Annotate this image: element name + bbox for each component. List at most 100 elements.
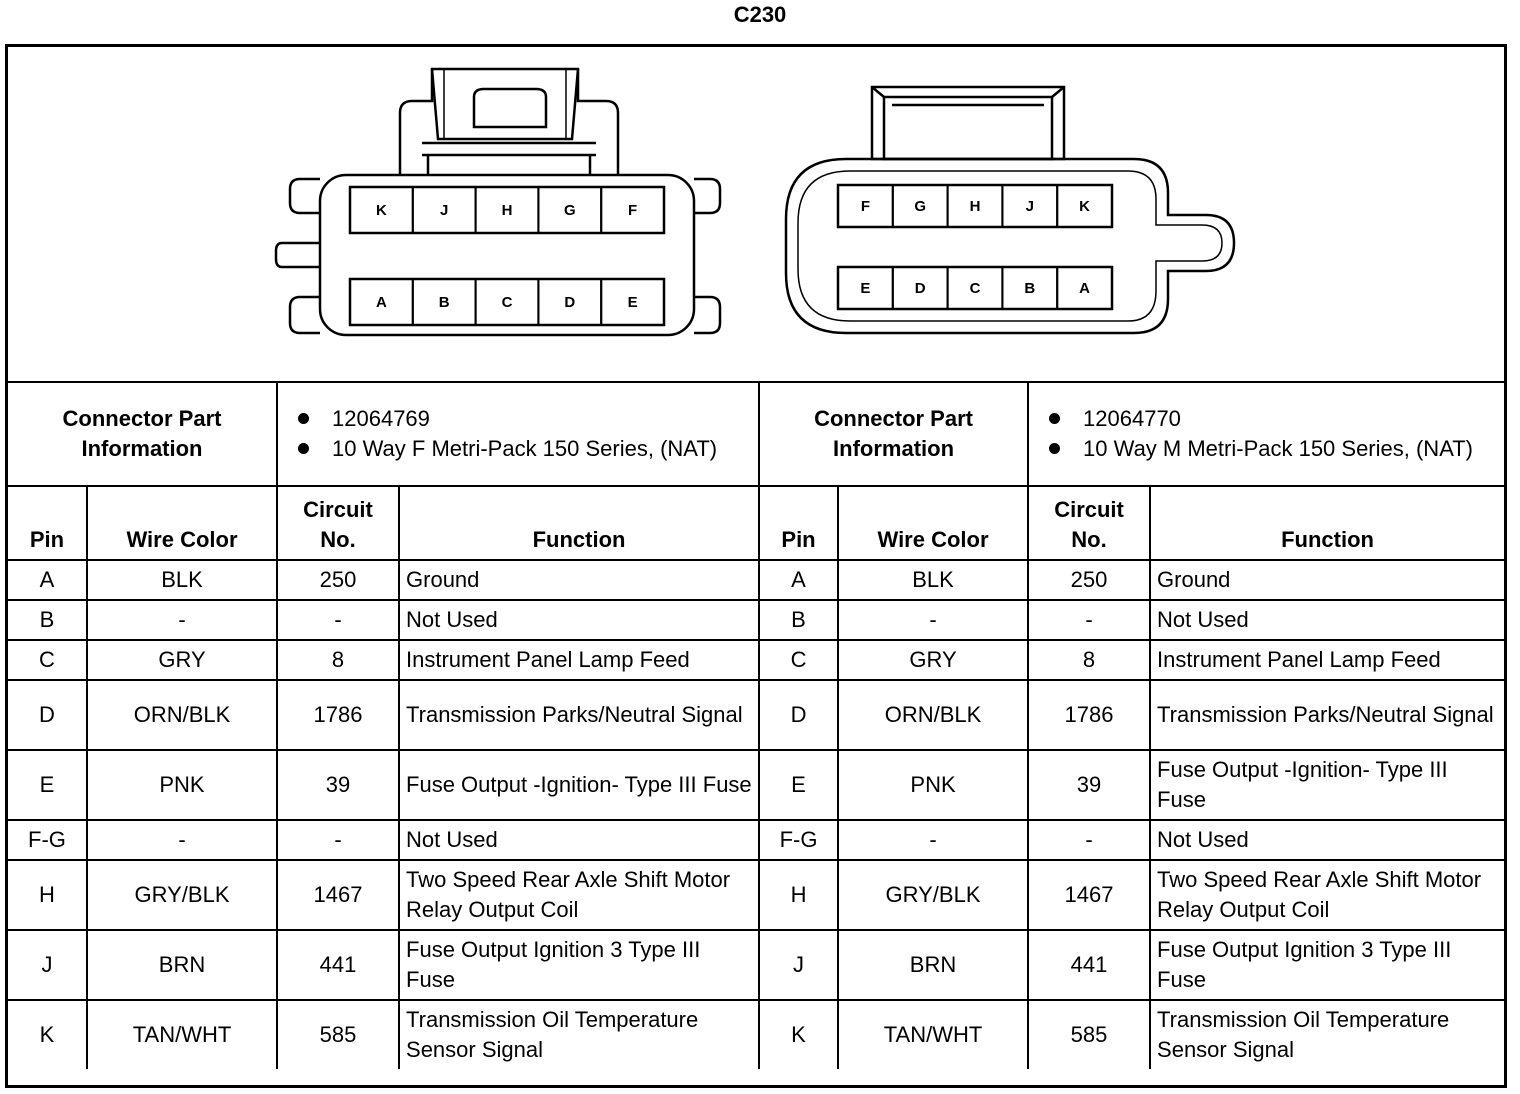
right-pin-cell: [1056, 184, 1113, 228]
wire-color-cell: -: [85, 599, 279, 641]
left-pin-label: E: [628, 294, 638, 311]
left-pin-label: A: [376, 294, 387, 311]
left-info-cell: 12064769 10 Way F Metri-Pack 150 Series,…: [276, 381, 761, 487]
right-pin-label: B: [1024, 280, 1035, 297]
left-info-list: 12064769 10 Way F Metri-Pack 150 Series,…: [284, 404, 752, 464]
pin-cell: C: [758, 639, 840, 681]
left-pin-label: C: [502, 294, 513, 311]
circuit-cell: 8: [276, 639, 401, 681]
wire-color-cell: PNK: [85, 749, 279, 821]
circuit-cell: -: [276, 819, 401, 861]
circuit-cell: 8: [1027, 639, 1152, 681]
header-pin: Pin: [758, 485, 840, 561]
table-header-row: Pin Wire Color Circuit No. Function Pin …: [8, 485, 1505, 561]
pin-cell: F-G: [758, 819, 840, 861]
pin-cell: H: [758, 859, 840, 931]
circuit-cell: 441: [1027, 929, 1152, 1001]
right-pin-label: D: [915, 280, 926, 297]
pin-cell: D: [8, 679, 88, 751]
pin-cell: J: [8, 929, 88, 1001]
right-part-number: 12064770: [1049, 404, 1498, 434]
right-pin-label: G: [914, 198, 926, 215]
left-pin-label: D: [564, 294, 575, 311]
left-pin-label: B: [439, 294, 450, 311]
header-pin: Pin: [8, 485, 88, 561]
pinout-table: Connector Part Information 12064769 10 W…: [8, 381, 1505, 1069]
pin-cell: H: [8, 859, 88, 931]
right-info-cell: 12064770 10 Way M Metri-Pack 150 Series,…: [1027, 381, 1505, 487]
header-function: Function: [1149, 485, 1505, 561]
wire-color-cell: ORN/BLK: [85, 679, 279, 751]
wire-color-cell: BLK: [85, 559, 279, 601]
circuit-cell: 39: [276, 749, 401, 821]
right-connector-body: [784, 157, 1236, 335]
right-info-label: Connector Part Information: [758, 381, 1030, 487]
wire-color-cell: GRY: [837, 639, 1030, 681]
wire-color-cell: BRN: [85, 929, 279, 1001]
circuit-cell: -: [1027, 819, 1152, 861]
left-pin-cell: [600, 186, 666, 234]
function-cell: Transmission Parks/Neutral Signal: [398, 679, 761, 751]
pin-cell: K: [758, 999, 840, 1069]
right-pin-label: A: [1079, 280, 1090, 297]
wire-color-cell: -: [837, 819, 1030, 861]
left-pin-label: K: [376, 202, 387, 219]
pin-cell: A: [758, 559, 840, 601]
pin-cell: F-G: [8, 819, 88, 861]
function-cell: Transmission Oil Temperature Sensor Sign…: [398, 999, 761, 1069]
circuit-cell: 250: [276, 559, 401, 601]
left-pin-label: F: [628, 202, 637, 219]
pin-cell: J: [758, 929, 840, 1001]
function-cell: Instrument Panel Lamp Feed: [398, 639, 761, 681]
function-cell: Two Speed Rear Axle Shift Motor Relay Ou…: [1149, 859, 1505, 931]
function-cell: Fuse Output -Ignition- Type III Fuse: [398, 749, 761, 821]
function-cell: Transmission Parks/Neutral Signal: [1149, 679, 1505, 751]
wire-color-cell: BRN: [837, 929, 1030, 1001]
pin-cell: K: [8, 999, 88, 1069]
left-bottom-pin-cells: A B C D E: [349, 278, 666, 326]
left-part-description: 10 Way F Metri-Pack 150 Series, (NAT): [298, 434, 752, 464]
function-cell: Fuse Output Ignition 3 Type III Fuse: [398, 929, 761, 1001]
circuit-cell: 250: [1027, 559, 1152, 601]
header-circuit: Circuit No.: [276, 485, 401, 561]
wire-color-cell: ORN/BLK: [837, 679, 1030, 751]
function-cell: Fuse Output -Ignition- Type III Fuse: [1149, 749, 1505, 821]
function-cell: Two Speed Rear Axle Shift Motor Relay Ou…: [398, 859, 761, 931]
wire-color-cell: GRY/BLK: [85, 859, 279, 931]
left-part-number: 12064769: [298, 404, 752, 434]
function-cell: Not Used: [1149, 599, 1505, 641]
function-cell: Ground: [1149, 559, 1505, 601]
pin-cell: D: [758, 679, 840, 751]
header-circuit: Circuit No.: [1027, 485, 1152, 561]
circuit-cell: 1786: [1027, 679, 1152, 751]
right-pin-label: K: [1079, 198, 1090, 215]
circuit-cell: 1467: [1027, 859, 1152, 931]
right-pin-label: C: [970, 280, 981, 297]
left-pin-label: J: [440, 202, 448, 219]
function-cell: Instrument Panel Lamp Feed: [1149, 639, 1505, 681]
pin-cell: E: [758, 749, 840, 821]
right-pin-label: H: [970, 198, 981, 215]
circuit-cell: 585: [276, 999, 401, 1069]
header-wire-color: Wire Color: [85, 485, 279, 561]
function-cell: Not Used: [398, 819, 761, 861]
wire-color-cell: TAN/WHT: [837, 999, 1030, 1069]
left-pin-label: H: [502, 202, 513, 219]
function-cell: Transmission Oil Temperature Sensor Sign…: [1149, 999, 1505, 1069]
circuit-cell: 1467: [276, 859, 401, 931]
header-wire-color: Wire Color: [837, 485, 1030, 561]
pin-cell: A: [8, 559, 88, 601]
wire-color-cell: GRY: [85, 639, 279, 681]
